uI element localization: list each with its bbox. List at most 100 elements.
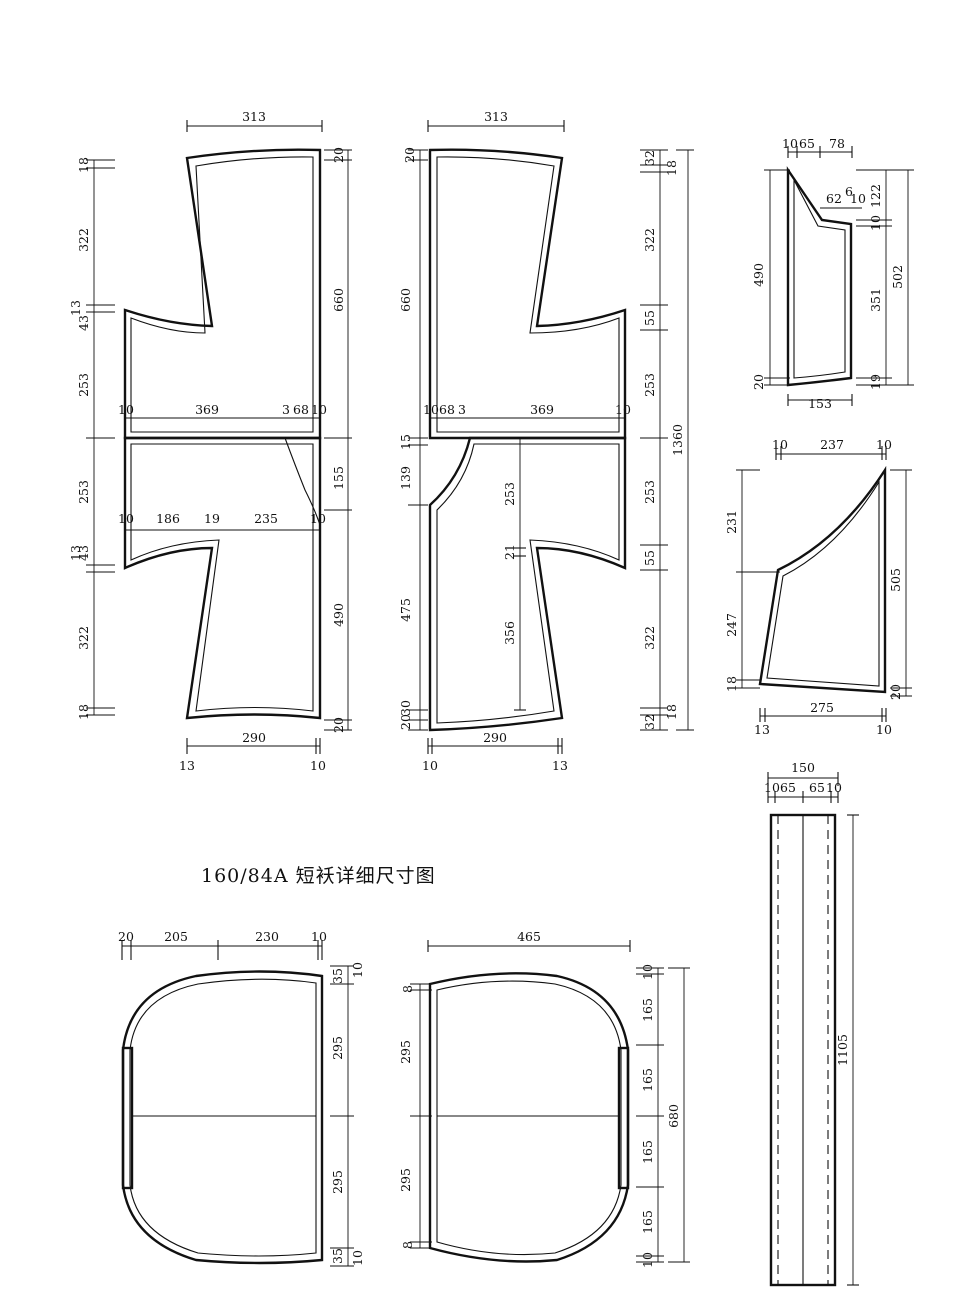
collar-seg-b: 65 [780, 780, 796, 795]
front-shoulder-width: 369 [530, 402, 554, 417]
front-right-lower: 322 [642, 626, 657, 650]
back-underarm-right: 10 [310, 511, 326, 526]
sleeve-left-dimensions: 20 205 230 10 35 10 295 295 35 10 [118, 929, 365, 1267]
sleeve-left-top-a: 20 [118, 929, 134, 944]
front-inner-upper: 253 [502, 482, 517, 506]
back-right-upper: 660 [331, 288, 346, 312]
back-shoulder-right: 10 [311, 402, 327, 417]
front-inner-cuff: 21 [502, 544, 517, 560]
back-underarm-left: 10 [118, 511, 134, 526]
sleeve-right-seg-1: 165 [640, 998, 655, 1022]
sleeve-left-top-b: 205 [164, 929, 188, 944]
facing-bottom-width: 153 [808, 396, 832, 411]
front-right-cuff-a: 55 [642, 310, 657, 326]
sleeve-right-right-top: 10 [640, 964, 655, 980]
facing-right-d: 19 [868, 374, 883, 390]
sleeve-left-top-d: 10 [311, 929, 327, 944]
lapel-top-width: 237 [820, 437, 844, 452]
back-underarm-c: 235 [254, 511, 278, 526]
back-shoulder-left: 10 [118, 402, 134, 417]
sleeve-left-right-top-a: 35 [330, 968, 345, 984]
front-hem-left: 10 [422, 758, 438, 773]
lapel-piece [758, 465, 887, 694]
sleeve-right-top-width: 465 [517, 929, 541, 944]
back-body-piece [123, 148, 322, 720]
lapel-right-bottom: 20 [888, 684, 903, 700]
front-right-side-b: 253 [642, 480, 657, 504]
back-bottom-edge: 18 [76, 704, 91, 720]
facing-right-a: 122 [868, 184, 883, 208]
front-left-neck-b: 139 [398, 466, 413, 490]
facing-top-c: 78 [829, 136, 845, 151]
sleeve-right-seg-2: 165 [640, 1068, 655, 1092]
facing-notch-a: 62 [826, 191, 842, 206]
lapel-left-lower: 247 [724, 613, 739, 637]
sleeve-right-piece [428, 972, 630, 1263]
sleeve-left-right-lower: 295 [330, 1170, 345, 1194]
sleeve-right-seg-3: 165 [640, 1140, 655, 1164]
lapel-left-bottom: 18 [724, 676, 739, 692]
back-shoulder-b: 68 [293, 402, 309, 417]
facing-right-total: 502 [890, 265, 905, 289]
front-body-piece [428, 148, 627, 732]
front-hem-width: 290 [483, 730, 507, 745]
collar-seg-a: 10 [764, 780, 780, 795]
front-shoulder-right: 10 [615, 402, 631, 417]
back-hem-width: 290 [242, 730, 266, 745]
sleeve-right-right-bottom: 10 [640, 1252, 655, 1268]
sleeve-right-left-bottom: 8 [400, 1241, 415, 1249]
back-lower-sleeve: 322 [76, 626, 91, 650]
sleeve-left-right-upper: 295 [330, 1036, 345, 1060]
collar-piece [769, 813, 837, 1287]
back-upper-sleeve: 322 [76, 228, 91, 252]
front-inner-lower: 356 [502, 621, 517, 645]
front-left-top-seam: 20 [402, 147, 417, 163]
sleeve-right-dimensions: 465 8 295 295 8 10 165 165 165 165 10 68… [398, 929, 690, 1268]
facing-top-b: 65 [799, 136, 815, 151]
front-total-length: 1360 [670, 424, 685, 456]
facing-top-a: 10 [782, 136, 798, 151]
sleeve-left-right-bottom-a: 35 [330, 1248, 345, 1264]
back-right-bottom-seam: 20 [331, 717, 346, 733]
back-right-mid: 155 [331, 466, 346, 490]
sleeve-right-left-upper: 295 [398, 1040, 413, 1064]
front-left-neck-a: 15 [398, 434, 413, 450]
back-shoulder-width: 369 [195, 402, 219, 417]
collar-dimensions: 150 10 65 65 10 1105 [764, 760, 859, 1286]
back-cuff-upper-b: 43 [76, 315, 91, 331]
back-cuff-lower-b: 43 [76, 545, 91, 561]
front-shoulder-left: 10 [423, 402, 439, 417]
lapel-top-right: 10 [876, 437, 892, 452]
back-right-lower: 490 [331, 603, 346, 627]
facing-piece [786, 166, 853, 387]
sleeve-left-piece [121, 970, 324, 1265]
back-hem-left: 13 [179, 758, 195, 773]
facing-left-length: 490 [751, 263, 766, 287]
sleeve-right-total: 680 [666, 1104, 681, 1128]
sleeve-left-top-c: 230 [255, 929, 279, 944]
front-right-top-b: 18 [664, 160, 679, 176]
back-right-top-seam: 20 [331, 147, 346, 163]
facing-left-bottom: 20 [751, 374, 766, 390]
collar-length: 1105 [835, 1034, 850, 1066]
front-left-bottom-a: 20 [398, 714, 413, 730]
front-right-bottom-a: 32 [642, 714, 657, 730]
back-underarm-b: 19 [204, 511, 220, 526]
back-top-edge: 18 [76, 157, 91, 173]
sleeve-right-seg-4: 165 [640, 1210, 655, 1234]
facing-notch-b: 6 [845, 184, 853, 199]
front-shoulder-a: 68 [439, 402, 455, 417]
back-lower-side: 253 [76, 480, 91, 504]
collar-seg-d: 10 [826, 780, 842, 795]
lapel-bottom-left: 13 [754, 722, 770, 737]
facing-dimensions: 10 65 78 62 6 10 490 20 153 122 10 351 1… [751, 136, 914, 411]
front-left-lower: 475 [398, 598, 413, 622]
sleeve-left-right-bottom-b: 10 [350, 1250, 365, 1266]
drawing-title: 160/84A 短袄详细尺寸图 [201, 865, 436, 887]
facing-right-c: 351 [868, 288, 883, 312]
facing-right-b: 10 [868, 215, 883, 231]
sleeve-left-right-top-b: 10 [350, 962, 365, 978]
front-right-top-a: 32 [642, 150, 657, 166]
back-upper-side: 253 [76, 373, 91, 397]
back-hem-right: 10 [310, 758, 326, 773]
